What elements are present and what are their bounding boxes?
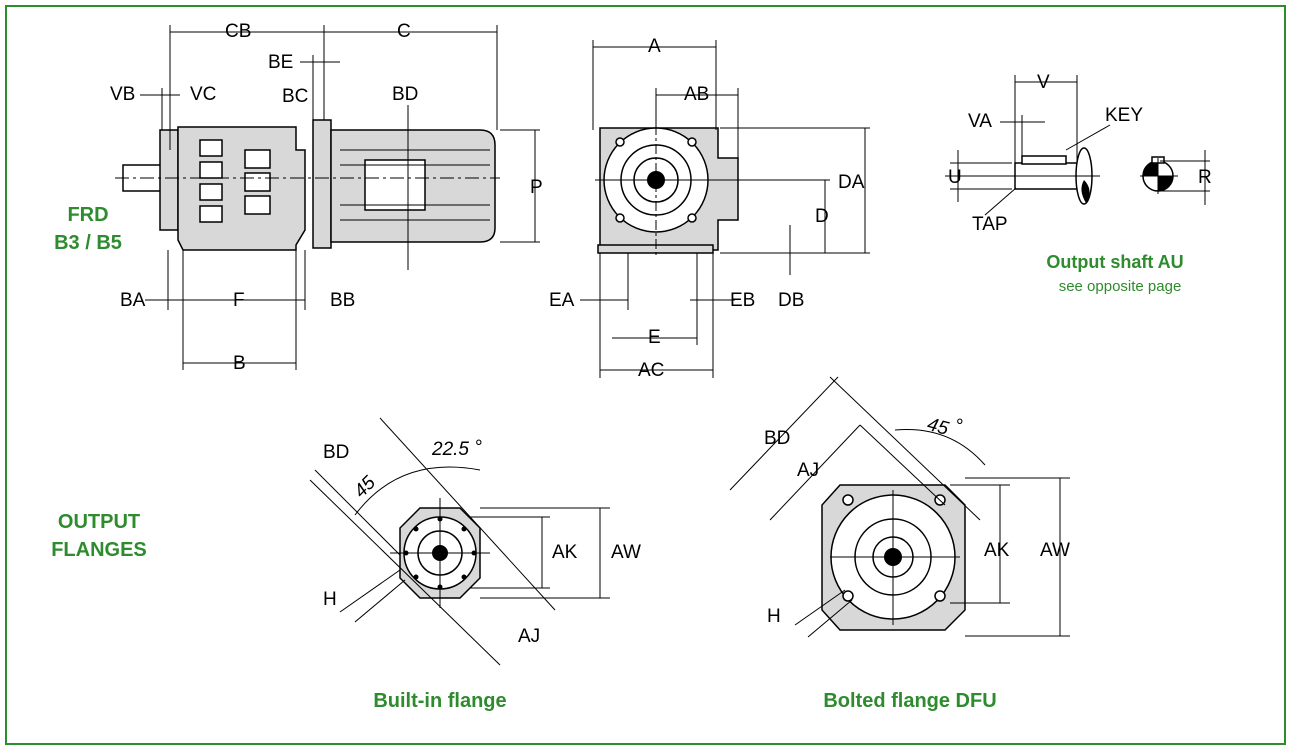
degree-mark: ° bbox=[956, 416, 964, 437]
side-view-title: FRD B3 / B5 bbox=[48, 201, 128, 257]
dim-CB: CB bbox=[225, 21, 251, 42]
cooling-slot bbox=[244, 195, 271, 215]
dim-AC: AC bbox=[638, 360, 664, 381]
cooling-slot bbox=[244, 149, 271, 169]
dim-BB: BB bbox=[330, 290, 355, 311]
dim-V: V bbox=[1037, 72, 1050, 93]
side-view-drawing: CB C BE VB VC BC BD P BA F BB B bbox=[110, 21, 543, 374]
built-in-flange-caption: Built-in flange bbox=[373, 690, 507, 712]
output-flanges-title-line2: FLANGES bbox=[51, 539, 147, 561]
dim-U: U bbox=[948, 167, 962, 188]
flange2-AW: AW bbox=[1040, 540, 1070, 561]
side-view-title-line1: FRD bbox=[67, 204, 109, 226]
cooling-slot bbox=[199, 183, 223, 201]
flange1-angle-45: 45 bbox=[350, 472, 380, 502]
dim-VA: VA bbox=[968, 111, 992, 132]
bolted-flange-drawing: BD AJ 45 ° AK AW H bbox=[729, 376, 1070, 638]
dim-C: C bbox=[397, 21, 411, 42]
front-view-drawing: A AB DA D EA EB DB E AC bbox=[549, 36, 870, 381]
cooling-slot bbox=[199, 205, 223, 223]
dim-F: F bbox=[233, 290, 245, 311]
flange1-AJ: AJ bbox=[518, 626, 540, 647]
shaft-key bbox=[1021, 155, 1067, 165]
flange1-angle-225: 22.5 bbox=[431, 439, 469, 460]
dim-BC: BC bbox=[282, 86, 308, 107]
dim-D: D bbox=[815, 206, 829, 227]
flange1-AW: AW bbox=[611, 542, 641, 563]
flange1-H: H bbox=[323, 589, 337, 610]
dim-BE: BE bbox=[268, 52, 293, 73]
dim-EB: EB bbox=[730, 290, 755, 311]
cooling-slot bbox=[244, 172, 271, 192]
flange2-AK: AK bbox=[984, 540, 1010, 561]
adapter-flange bbox=[312, 119, 332, 249]
dim-BD: BD bbox=[392, 84, 418, 105]
output-shaft-note: see opposite page bbox=[1058, 278, 1182, 295]
gearbox-body bbox=[177, 126, 306, 251]
drawing-frame bbox=[5, 5, 1286, 745]
side-flange-plate bbox=[159, 129, 179, 231]
output-flanges-title: OUTPUT FLANGES bbox=[24, 508, 174, 564]
dim-P: P bbox=[530, 177, 543, 198]
dim-VC: VC bbox=[190, 84, 216, 105]
dim-DB: DB bbox=[778, 290, 804, 311]
dim-B: B bbox=[233, 353, 246, 374]
output-shaft-drawing: V VA KEY U R TAP bbox=[945, 72, 1212, 235]
cooling-slot bbox=[199, 139, 223, 157]
output-flanges-title-line1: OUTPUT bbox=[57, 511, 141, 533]
dim-EA: EA bbox=[549, 290, 575, 311]
terminal-box bbox=[364, 159, 426, 211]
dim-BA: BA bbox=[120, 290, 146, 311]
flange2-H: H bbox=[767, 606, 781, 627]
dim-A: A bbox=[648, 36, 661, 57]
dim-TAP: TAP bbox=[972, 214, 1008, 235]
degree-mark: ° bbox=[475, 437, 483, 458]
dim-KEY: KEY bbox=[1105, 105, 1143, 126]
flange2-BD: BD bbox=[764, 428, 790, 449]
flange1-BD: BD bbox=[323, 442, 349, 463]
dim-DA: DA bbox=[838, 172, 865, 193]
dim-E: E bbox=[648, 327, 661, 348]
output-shaft-title: Output shaft AU bbox=[1046, 252, 1184, 272]
flange2-AJ: AJ bbox=[797, 460, 819, 481]
dim-VB: VB bbox=[110, 84, 135, 105]
side-view-title-line2: B3 / B5 bbox=[54, 232, 122, 254]
flange2-angle-45: 45 bbox=[925, 414, 951, 440]
cooling-slot bbox=[199, 161, 223, 179]
dim-AB: AB bbox=[684, 84, 709, 105]
flange1-AK: AK bbox=[552, 542, 578, 563]
built-in-flange-drawing: BD 22.5 ° 45 AK AW H AJ bbox=[309, 417, 641, 666]
bolted-flange-caption: Bolted flange DFU bbox=[823, 690, 997, 712]
dim-R: R bbox=[1198, 167, 1212, 188]
